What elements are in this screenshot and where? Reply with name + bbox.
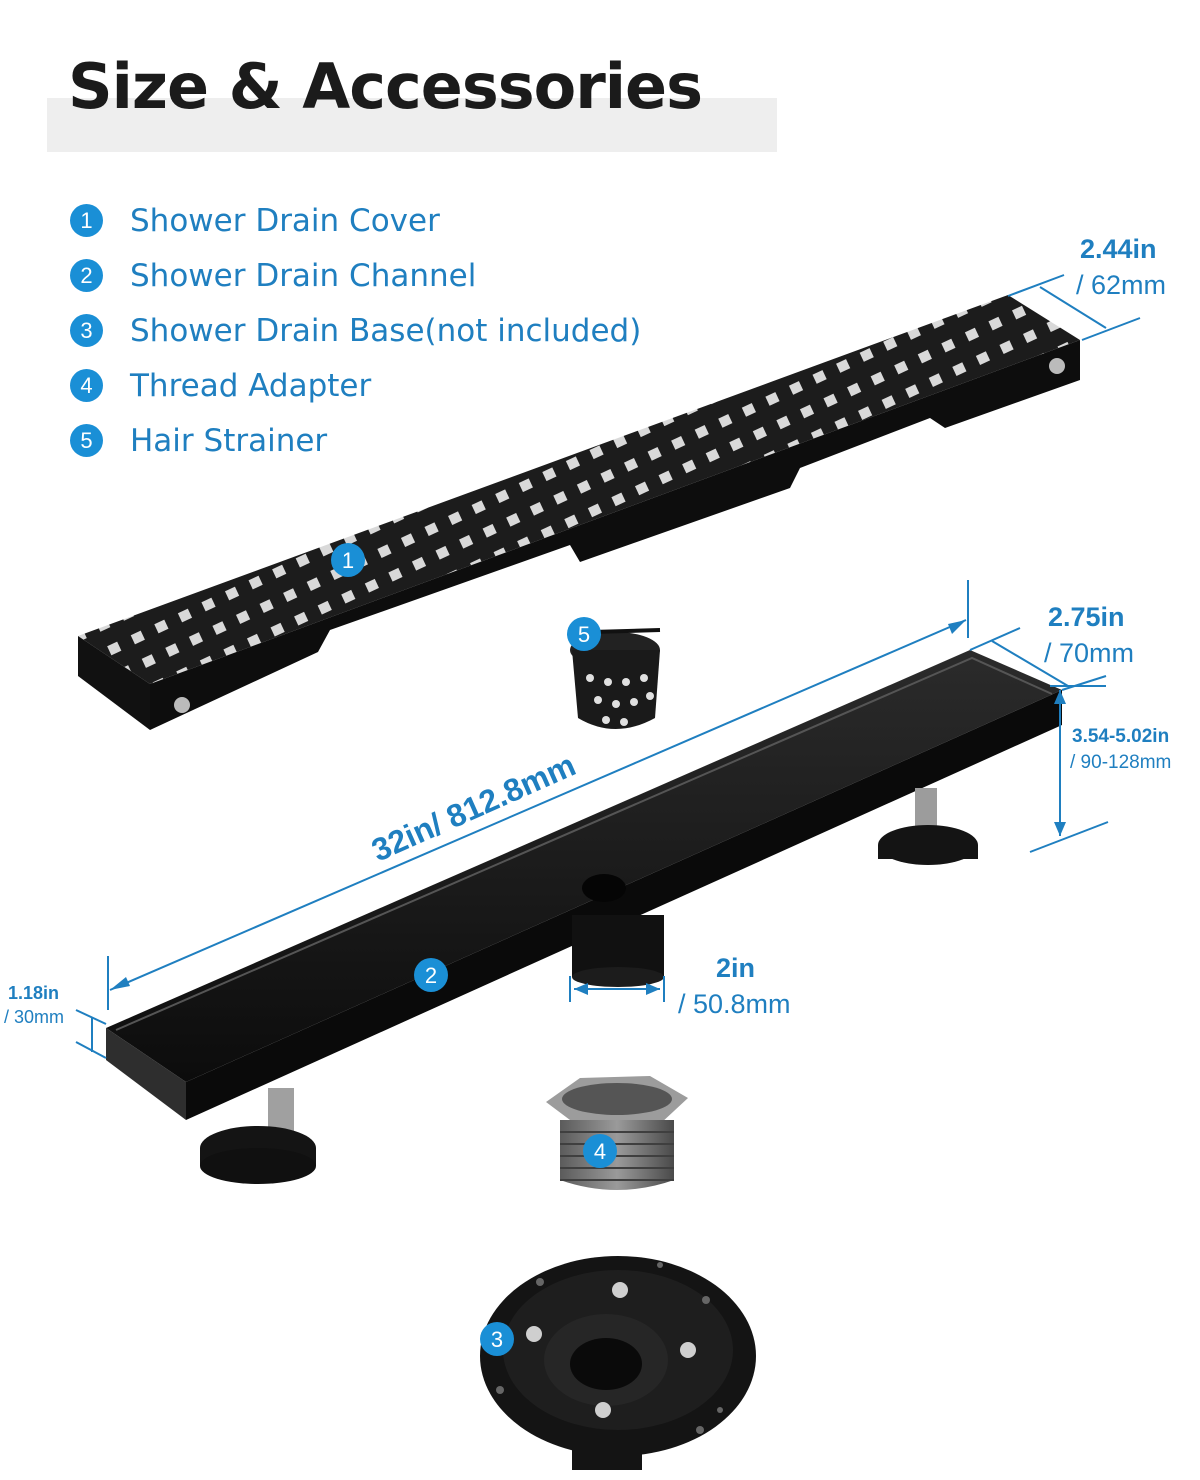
channel-outlet-bottom (572, 967, 664, 987)
leveling-foot-bottom (200, 1148, 316, 1184)
dimension-cover-width-in: 2.44in (1080, 234, 1157, 264)
leveling-leg-bracket (268, 1088, 294, 1133)
drain-base (480, 1256, 756, 1470)
drain-cover-end-flange (78, 636, 150, 730)
drain-cover-screw (1049, 358, 1065, 374)
legend-label: Shower Drain Channel (130, 257, 477, 294)
channel-outlet-pipe (572, 915, 664, 977)
legend-item-adapter: 4 Thread Adapter (70, 358, 641, 413)
callout-strainer: 5 (567, 617, 601, 651)
drain-channel (106, 650, 1062, 1184)
channel-end (106, 1028, 186, 1120)
dimension-height-in: 3.54-5.02in (1072, 726, 1169, 747)
dimension-height-mm: / 90-128mm (1070, 752, 1171, 773)
callout-number: 3 (491, 1327, 503, 1352)
callout-channel: 2 (414, 958, 448, 992)
drain-cover-screw (174, 697, 190, 713)
base-drain-hole (570, 1338, 642, 1390)
callout-number: 1 (342, 548, 354, 573)
legend-number-badge: 1 (70, 204, 103, 237)
strainer-basket (572, 650, 660, 729)
callout-number: 5 (578, 622, 590, 647)
channel-trough (106, 650, 1062, 1082)
strainer-handle (591, 628, 661, 634)
legend-item-cover: 1 Shower Drain Cover (70, 193, 641, 248)
leveling-leg-bracket (915, 788, 937, 833)
legend-label: Shower Drain Cover (130, 202, 440, 239)
callout-number: 4 (594, 1139, 606, 1164)
legend-label: Hair Strainer (130, 422, 328, 459)
callout-base: 3 (480, 1322, 514, 1356)
drain-cover-side (150, 340, 1080, 730)
dimension-channel-width-mm: / 70mm (1044, 638, 1134, 668)
legend-number-badge: 5 (70, 424, 103, 457)
dimension-channel-width-in: 2.75in (1048, 602, 1125, 632)
dimension-outlet-mm: / 50.8mm (678, 989, 791, 1019)
legend-number-badge: 2 (70, 259, 103, 292)
dimension-depth-mm: / 30mm (4, 1007, 64, 1027)
leveling-foot-side (878, 845, 978, 859)
adapter-thread-lines (560, 1131, 674, 1181)
legend-list: 1 Shower Drain Cover 2 Shower Drain Chan… (70, 193, 641, 468)
callout-adapter: 4 (583, 1134, 617, 1168)
callout-cover: 1 (331, 543, 365, 577)
base-pipe (572, 1430, 642, 1470)
channel-outlet-hole (582, 874, 626, 902)
dimension-cover-width-mm: / 62mm (1076, 270, 1166, 300)
dimension-depth-in: 1.18in (8, 983, 59, 1003)
legend-number-badge: 3 (70, 314, 103, 347)
channel-side (186, 690, 1062, 1120)
title-background (47, 58, 777, 152)
callout-number: 2 (425, 963, 437, 988)
dimension-lines (75, 274, 1141, 1059)
hair-strainer (570, 628, 661, 729)
legend-item-channel: 2 Shower Drain Channel (70, 248, 641, 303)
legend-number-badge: 4 (70, 369, 103, 402)
dimension-arrowheads (110, 620, 1066, 995)
strainer-holes (586, 674, 654, 726)
dimension-outlet-in: 2in (716, 953, 755, 983)
adapter-opening (562, 1083, 672, 1115)
legend-label: Shower Drain Base(not included) (130, 312, 642, 349)
drain-cover (78, 295, 1080, 730)
thread-adapter (546, 1076, 688, 1190)
base-screw-holes (496, 1262, 723, 1434)
legend-item-base: 3 Shower Drain Base(not included) (70, 303, 641, 358)
channel-lip (115, 656, 1053, 1031)
base-bolts (526, 1282, 696, 1418)
page-title: Size & Accessories (68, 50, 703, 123)
drain-cover-grate (78, 295, 1080, 684)
legend-label: Thread Adapter (130, 367, 372, 404)
legend-item-strainer: 5 Hair Strainer (70, 413, 641, 468)
